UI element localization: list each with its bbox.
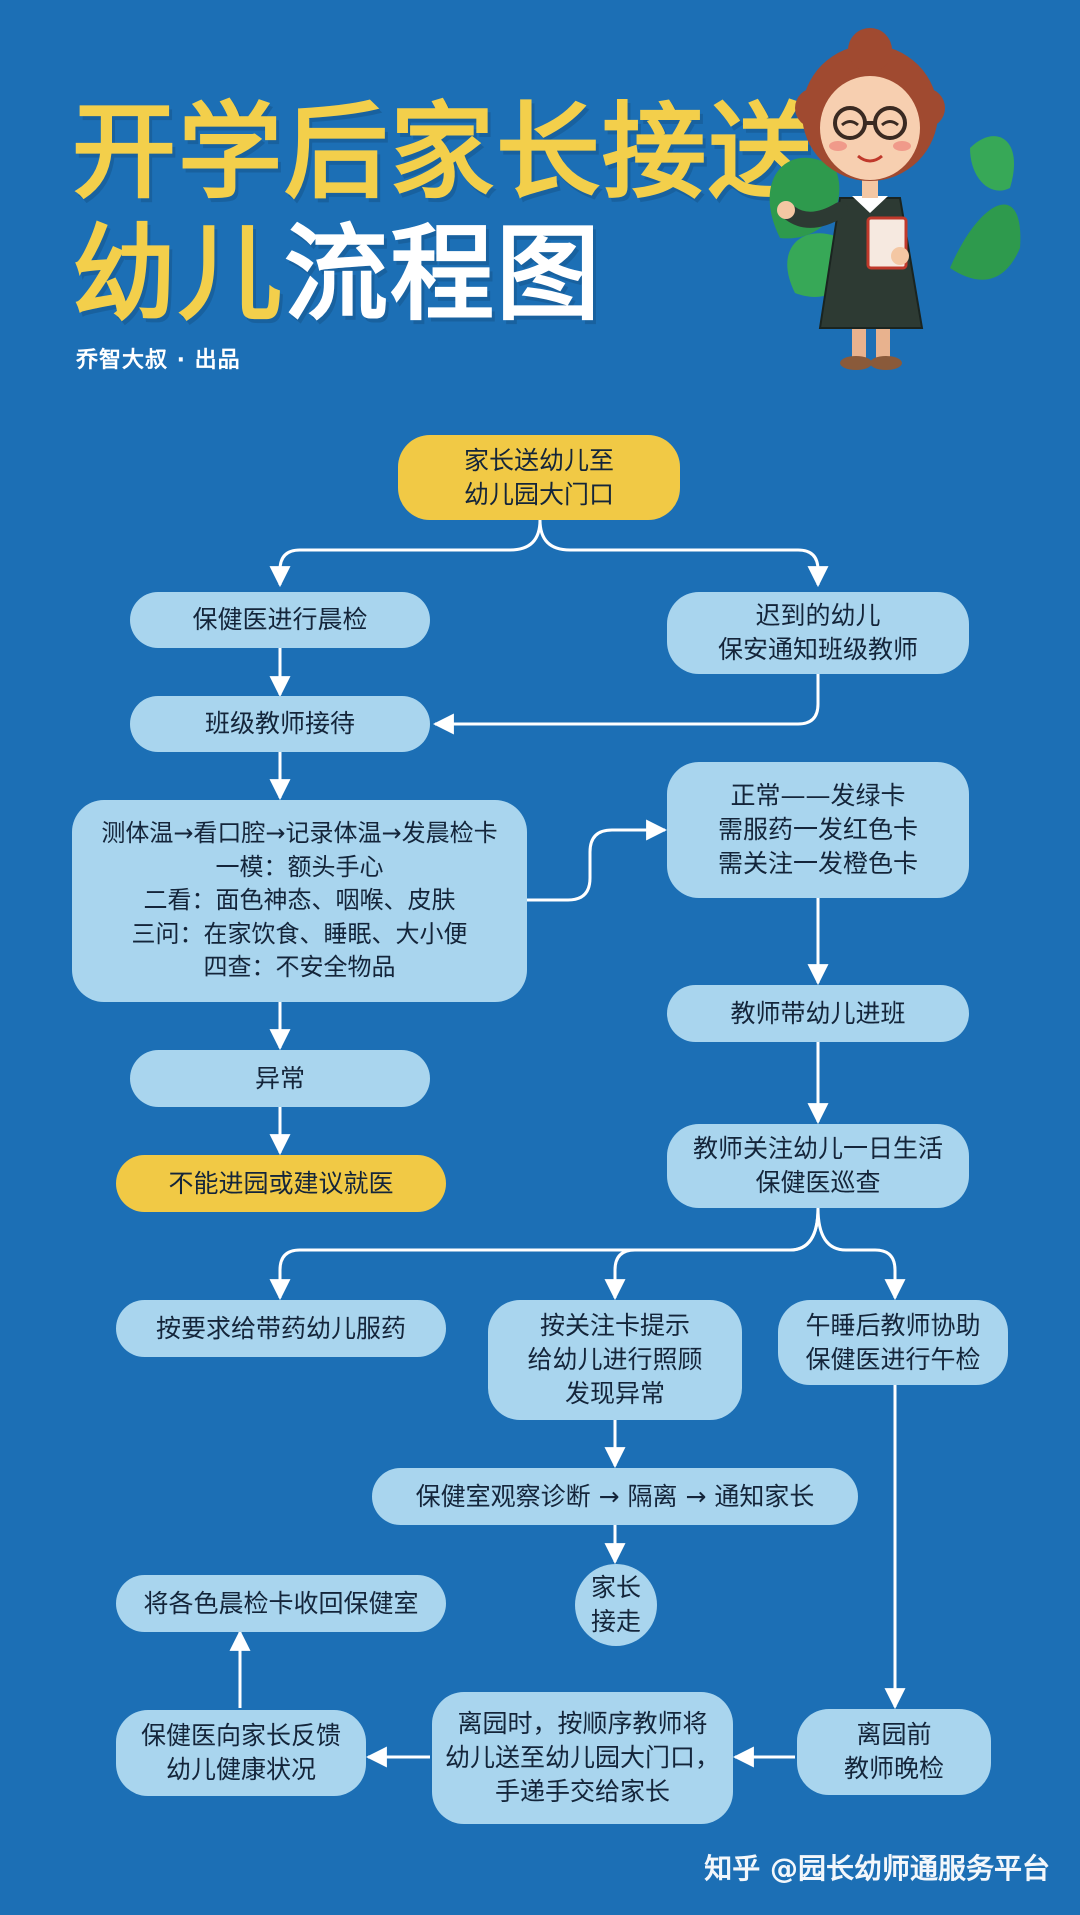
node-teacher-receive: 班级教师接待 [130,696,430,752]
mascot-cheek-left [829,141,847,151]
mascot-leg-right [876,328,890,358]
edge-late-to-teacher [432,674,820,735]
mascot-cheek-right [893,141,911,151]
node-procedure: 测体温→看口腔→记录体温→发晨检卡 一模：额头手心 二看：面色神态、咽喉、皮肤 … [72,800,527,1002]
title-line-2-white: 流程图 [284,213,603,335]
watermark-text: 知乎 @园长幼师通服务平台 [704,1852,1050,1885]
node-feedback: 保健医向家长反馈 幼儿健康状况 [116,1710,366,1796]
mascot-collar [852,196,888,213]
edge-daily-to-nap-check [816,1207,906,1301]
node-cards: 正常——发绿卡 需服药一发红色卡 需关注一发橙色卡 [667,762,969,898]
node-observe: 保健室观察诊断 → 隔离 → 通知家长 [372,1468,858,1525]
node-daily-life: 教师关注幼儿一日生活 保健医巡查 [667,1124,969,1208]
node-no-entry: 不能进园或建议就医 [116,1155,446,1212]
mascot-leg-left [852,328,866,358]
mascot-face [820,76,920,180]
node-pickup: 家长 接走 [575,1564,657,1646]
title-line-2: 幼儿流程图 [72,222,602,326]
node-handover: 离园时，按顺序教师将 幼儿送至幼儿园大门口， 手递手交给家长 [432,1692,733,1824]
mascot-hand-waving [777,201,795,219]
mascot-neck [862,178,878,198]
node-medicine: 按要求给带药幼儿服药 [116,1300,446,1357]
node-evening-check: 离园前 教师晚检 [797,1709,991,1795]
node-collect-cards: 将各色晨检卡收回保健室 [116,1575,446,1632]
node-care-card: 按关注卡提示 给幼儿进行照顾 发现异常 [488,1300,742,1420]
node-nap-check: 午睡后教师协助 保健医进行午检 [778,1300,1008,1385]
mascot-shoe-left [840,356,872,370]
mascot-smile [857,154,883,163]
edge-start-to-morning-check [269,519,542,588]
node-morning-check: 保健医进行晨检 [130,592,430,648]
node-abnormal: 异常 [130,1050,430,1107]
edge-daily-to-care-card [604,1207,820,1301]
edge-procedure-to-cards [527,819,668,902]
leaf-back-right [950,204,1021,280]
mascot-hand-holding [891,247,909,265]
teacher-mascot-illustration [769,28,1021,370]
mascot-shoe-right [870,356,902,370]
credit-text: 乔智大叔 · 出品 [76,348,241,373]
node-to-class: 教师带幼儿进班 [667,985,969,1042]
mascot-hair-curl-3 [848,28,892,72]
mascot-eye-right [881,120,899,127]
mascot-eye-left [841,120,859,127]
title-line-2-yellow: 幼儿 [72,213,285,335]
mascot-arm-waving [782,202,848,228]
edge-daily-to-medicine [269,1207,820,1301]
node-start: 家长送幼儿至 幼儿园大门口 [398,435,680,520]
edge-start-to-late [538,519,829,588]
title-line-1: 开学后家长接送 [72,91,815,213]
node-late: 迟到的幼儿 保安通知班级教师 [667,592,969,674]
leaf-top-right [970,136,1015,191]
